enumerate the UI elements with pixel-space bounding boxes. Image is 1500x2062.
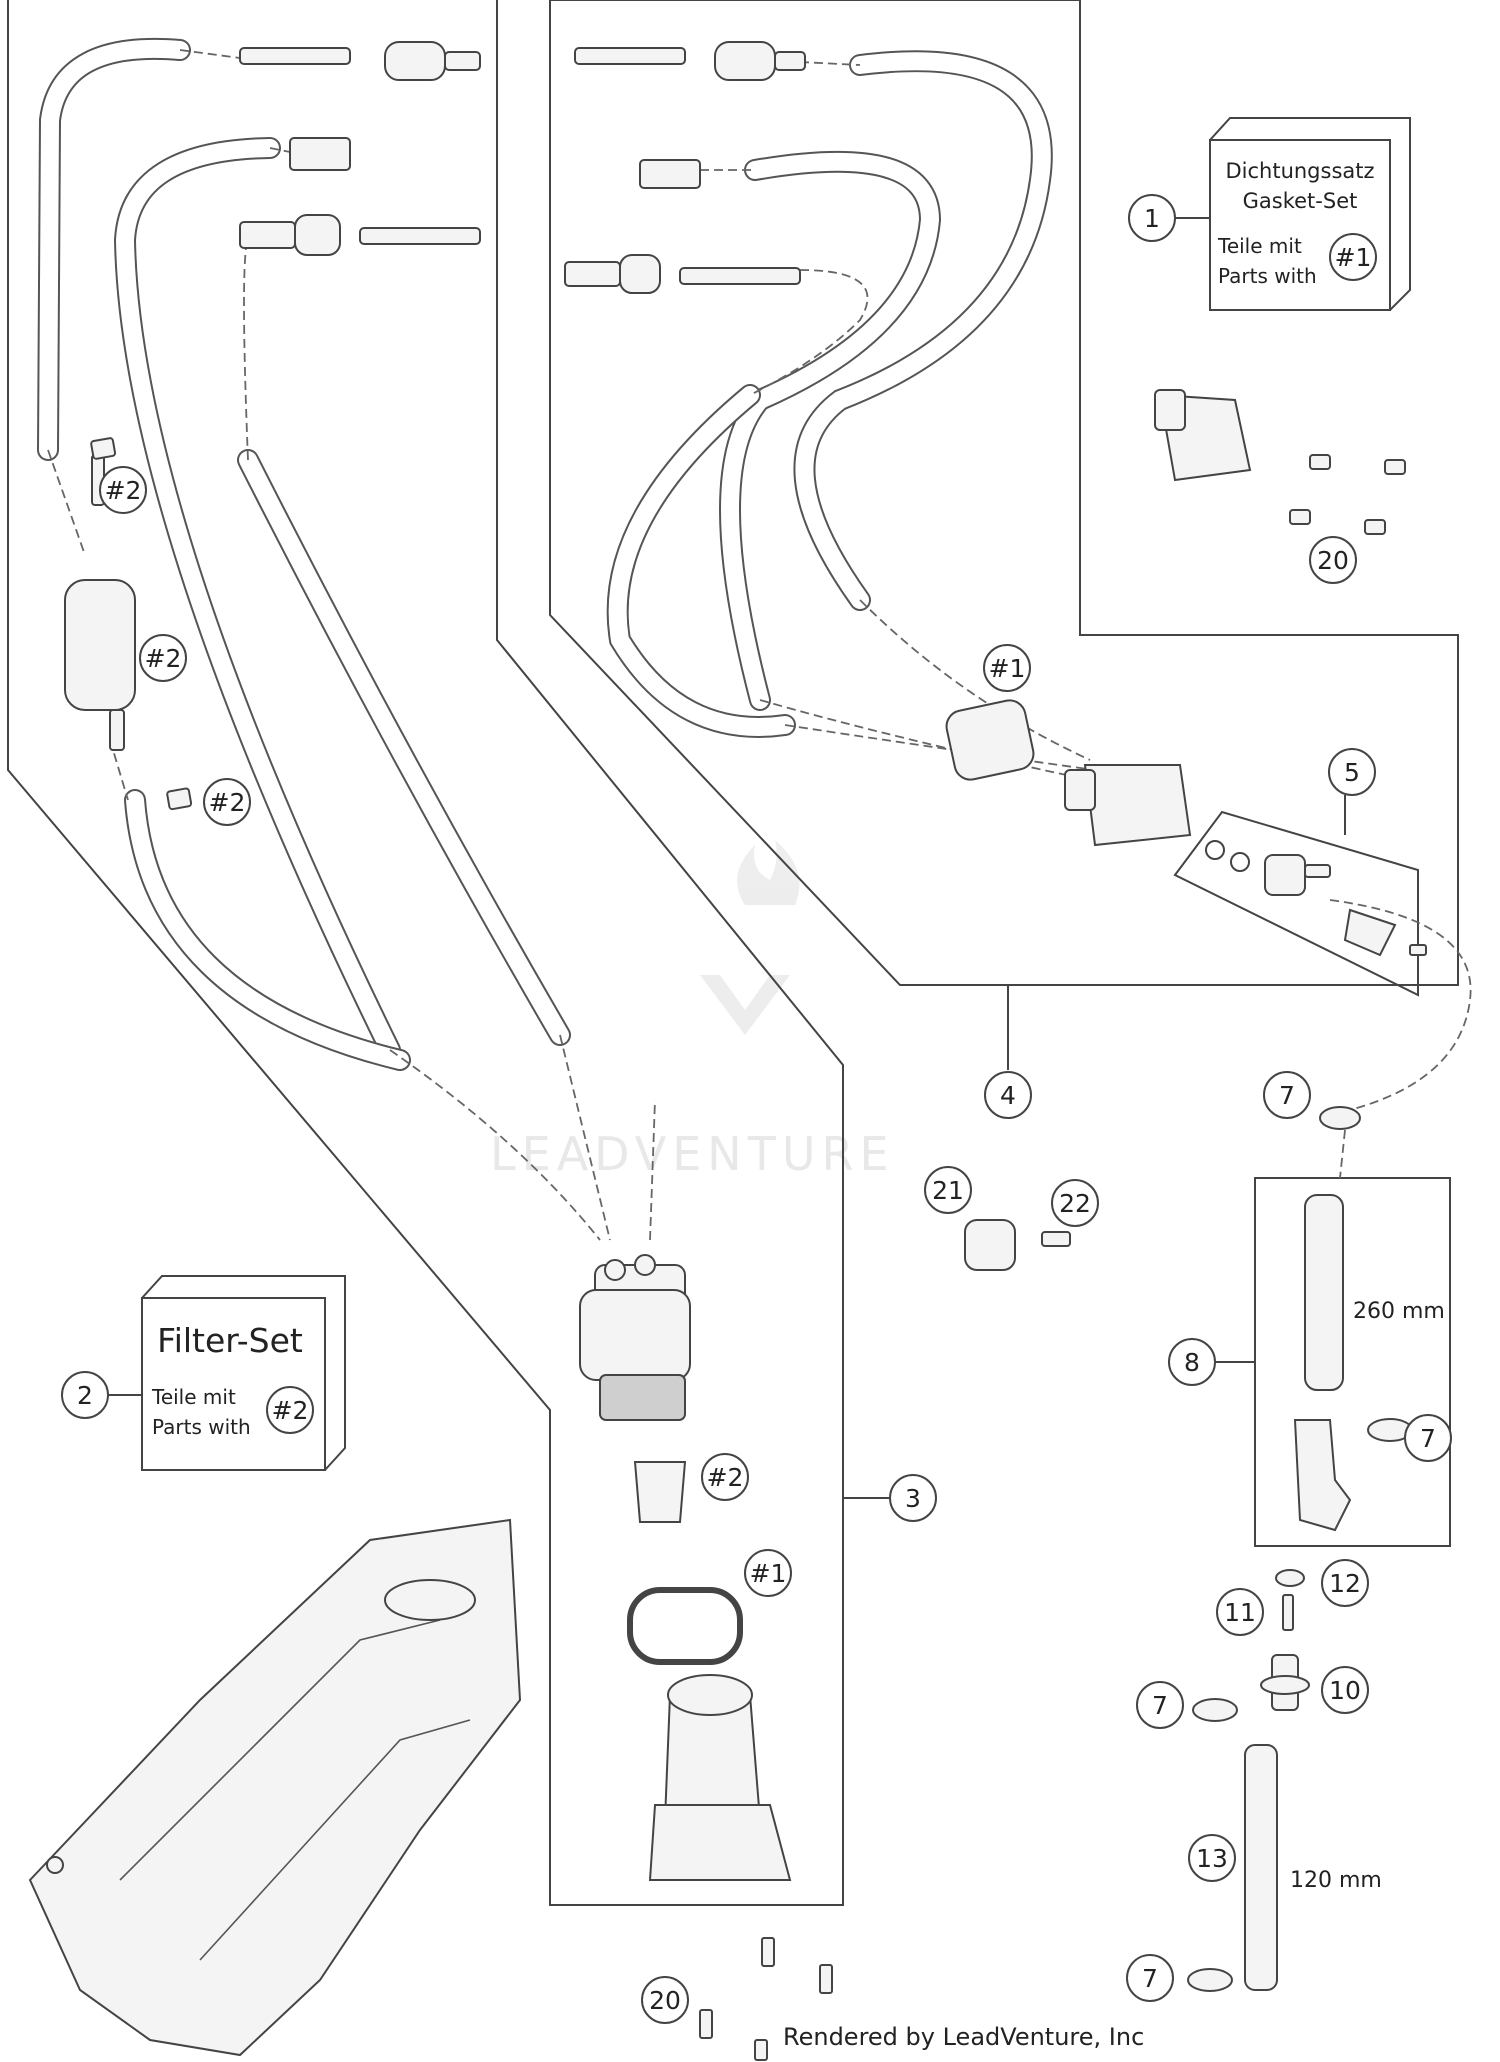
frame-4-outline bbox=[549, 0, 1459, 986]
callout-2-label: 2 bbox=[77, 1381, 93, 1410]
filter-set-title: Filter-Set bbox=[157, 1321, 303, 1360]
callout-12: 12 bbox=[1321, 1559, 1369, 1607]
callout-hash2-filter-label: #2 bbox=[145, 644, 182, 673]
callout-hash2-box: #2 bbox=[272, 1396, 309, 1425]
callout-hash1-gasket-pump: #1 bbox=[744, 1549, 792, 1597]
callout-4-label: 4 bbox=[1000, 1081, 1016, 1110]
fuel-tank bbox=[28, 1518, 522, 2057]
callout-7-bottom-label: 7 bbox=[1142, 1964, 1158, 1993]
fuel-pump bbox=[579, 1254, 691, 1421]
callout-7-mid: 7 bbox=[1136, 1681, 1184, 1729]
hose-clamp-7-mid bbox=[1192, 1698, 1238, 1722]
callout-hash1-gasket-right: #1 bbox=[983, 644, 1031, 692]
valve-10 bbox=[1260, 1654, 1310, 1711]
callout-20-top: 20 bbox=[1309, 536, 1357, 584]
callout-20-bottom: 20 bbox=[641, 1976, 689, 2024]
callout-4: 4 bbox=[984, 1071, 1032, 1119]
callout-2: 2 bbox=[61, 1371, 109, 1419]
gasket-set-parts: Parts with bbox=[1218, 264, 1317, 288]
callout-hash1-pump-label: #1 bbox=[750, 1559, 787, 1588]
screw-11 bbox=[1282, 1594, 1294, 1631]
gasket-set-title-de: Dichtungssatz bbox=[1225, 159, 1374, 183]
callout-8: 8 bbox=[1168, 1338, 1216, 1386]
callout-21-label: 21 bbox=[932, 1176, 964, 1205]
filter-set-teile: Teile mit bbox=[151, 1385, 236, 1409]
hose-group-left bbox=[37, 37, 656, 1241]
callout-10-label: 10 bbox=[1329, 1676, 1361, 1705]
callout-hash2-lower: #2 bbox=[203, 778, 251, 826]
washer-12 bbox=[1275, 1569, 1305, 1587]
render-credit: Rendered by LeadVenture, Inc bbox=[783, 2023, 1144, 2051]
callout-3: 3 bbox=[889, 1474, 937, 1522]
quick-connector-parts-right bbox=[564, 41, 1192, 847]
elbow-connector bbox=[1293, 1419, 1352, 1532]
hose-120 bbox=[1244, 1744, 1278, 1991]
callout-1: 1 bbox=[1128, 194, 1176, 242]
callout-hash1-box: #1 bbox=[1335, 243, 1372, 272]
callout-hash2-top-label: #2 bbox=[105, 476, 142, 505]
screws-20-bottom bbox=[699, 1937, 833, 2061]
pump-gasket bbox=[627, 1587, 743, 1665]
callout-5-label: 5 bbox=[1344, 758, 1360, 787]
callout-7-top-label: 7 bbox=[1279, 1081, 1295, 1110]
hose-clamp-7-top bbox=[1319, 1106, 1361, 1130]
callout-22: 22 bbox=[1051, 1179, 1099, 1227]
frame-5-outline bbox=[1173, 810, 1419, 997]
callout-7-kit8-label: 7 bbox=[1420, 1424, 1436, 1453]
watermark-text: LEADVENTURE bbox=[490, 1127, 895, 1181]
filter-set-parts: Parts with bbox=[152, 1415, 251, 1439]
callout-hash2-filter: #2 bbox=[139, 634, 187, 682]
watermark: LEADVENTURE bbox=[490, 840, 895, 1181]
callout-20-top-label: 20 bbox=[1317, 546, 1349, 575]
callout-3-label: 3 bbox=[905, 1484, 921, 1513]
hose-120-length: 120 mm bbox=[1290, 1868, 1382, 1893]
callout-hash2-sleeve-label: #2 bbox=[707, 1463, 744, 1492]
callout-7-top: 7 bbox=[1263, 1071, 1311, 1119]
gasket-set-title-en: Gasket-Set bbox=[1243, 189, 1358, 213]
frame-3-outline bbox=[7, 0, 844, 1906]
callout-hash2-top: #2 bbox=[99, 466, 147, 514]
callout-13-label: 13 bbox=[1196, 1844, 1228, 1873]
callout-7-mid-label: 7 bbox=[1152, 1691, 1168, 1720]
callout-7-bottom: 7 bbox=[1126, 1954, 1174, 2002]
hose-group-right bbox=[606, 50, 1472, 1179]
grommet-21 bbox=[964, 1219, 1016, 1271]
callout-21: 21 bbox=[924, 1166, 972, 1214]
callout-10: 10 bbox=[1321, 1666, 1369, 1714]
hose-260-length: 260 mm bbox=[1353, 1299, 1445, 1324]
callout-11: 11 bbox=[1216, 1588, 1264, 1636]
hose-260 bbox=[1304, 1194, 1344, 1391]
callout-1-label: 1 bbox=[1144, 204, 1160, 233]
filter-set-box: Filter-Set Teile mit Parts with #2 bbox=[141, 1275, 346, 1471]
hose-clamp-7-bottom bbox=[1187, 1968, 1233, 1992]
callout-7-kit8: 7 bbox=[1404, 1414, 1452, 1462]
callout-13: 13 bbox=[1188, 1834, 1236, 1882]
screw-22 bbox=[1041, 1231, 1071, 1247]
pump-sleeve bbox=[633, 1461, 687, 1523]
kit-5-parts bbox=[1205, 840, 1427, 957]
flange-with-screws bbox=[1154, 389, 1406, 535]
gasket-set-box: Dichtungssatz Gasket-Set Teile mit Parts… bbox=[1209, 117, 1411, 311]
callout-5: 5 bbox=[1328, 748, 1376, 796]
callout-11-label: 11 bbox=[1224, 1598, 1256, 1627]
frame-8-outline bbox=[1254, 1177, 1451, 1547]
callout-hash2-lower-label: #2 bbox=[209, 788, 246, 817]
callout-22-label: 22 bbox=[1059, 1189, 1091, 1218]
callout-20-bottom-label: 20 bbox=[649, 1986, 681, 2015]
callout-8-label: 8 bbox=[1184, 1348, 1200, 1377]
gasket-set-teile: Teile mit bbox=[1217, 234, 1302, 258]
leader-lines bbox=[108, 217, 1346, 1499]
pump-housing bbox=[648, 1674, 792, 1881]
callout-hash2-sleeve: #2 bbox=[701, 1453, 749, 1501]
callout-12-label: 12 bbox=[1329, 1569, 1361, 1598]
quick-connector-parts-left bbox=[64, 41, 481, 811]
callout-hash1-right-label: #1 bbox=[989, 654, 1026, 683]
